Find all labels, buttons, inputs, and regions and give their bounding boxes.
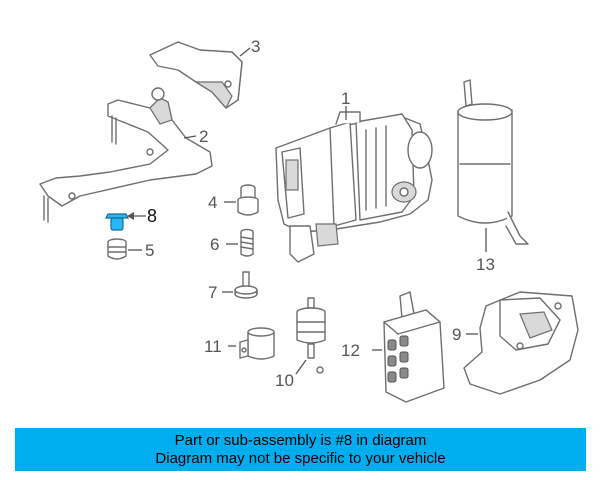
callout-7: 7 <box>208 283 233 302</box>
parts-diagram: 3 2 8 5 <box>39 37 579 403</box>
callout-label-13: 13 <box>476 255 495 274</box>
callout-label-12: 12 <box>341 341 360 360</box>
callout-8: 8 <box>127 206 157 226</box>
callout-label-5: 5 <box>145 241 154 260</box>
callout-5: 5 <box>128 241 154 260</box>
part-10-filter <box>296 297 326 374</box>
callout-9: 9 <box>452 325 478 344</box>
banner-line-part: Part or sub-assembly is #8 in diagram <box>174 431 427 449</box>
valve-ports <box>387 335 409 383</box>
callout-label-4: 4 <box>208 193 217 212</box>
callout-11: 11 <box>204 337 236 356</box>
callout-1: 1 <box>341 89 350 120</box>
callout-label-7: 7 <box>208 283 217 302</box>
callout-2: 2 <box>183 127 208 146</box>
callout-label-6: 6 <box>210 235 219 254</box>
part-8-screw <box>105 213 129 231</box>
part-3-bracket <box>149 41 243 110</box>
part-9-shield <box>463 291 579 395</box>
info-banner: Part or sub-assembly is #8 in diagram Di… <box>15 428 586 471</box>
part-13-air-tank <box>457 79 529 245</box>
callout-label-2: 2 <box>199 127 208 146</box>
callout-label-3: 3 <box>251 37 260 56</box>
part-12-valve-block <box>383 291 445 403</box>
callout-label-1: 1 <box>341 89 350 108</box>
callout-13: 13 <box>476 228 495 274</box>
callout-label-11: 11 <box>204 337 222 356</box>
part-4-valve <box>237 184 259 216</box>
callout-label-9: 9 <box>452 325 461 344</box>
callout-6: 6 <box>210 235 238 254</box>
callout-4: 4 <box>208 193 236 212</box>
part-2-mounting-bracket <box>39 87 213 223</box>
callout-3: 3 <box>239 37 260 57</box>
part-6-spring <box>240 228 254 257</box>
callout-label-8: 8 <box>147 206 157 226</box>
part-5-rubber-mount <box>107 238 127 260</box>
callout-10: 10 <box>275 359 307 390</box>
part-11-cylinder-mount <box>239 327 275 360</box>
part-7-bolt <box>234 271 258 299</box>
part-1-compressor <box>275 111 433 263</box>
callout-label-10: 10 <box>275 371 294 390</box>
callout-12: 12 <box>341 341 382 360</box>
banner-line-disclaimer: Diagram may not be specific to your vehi… <box>155 449 446 467</box>
